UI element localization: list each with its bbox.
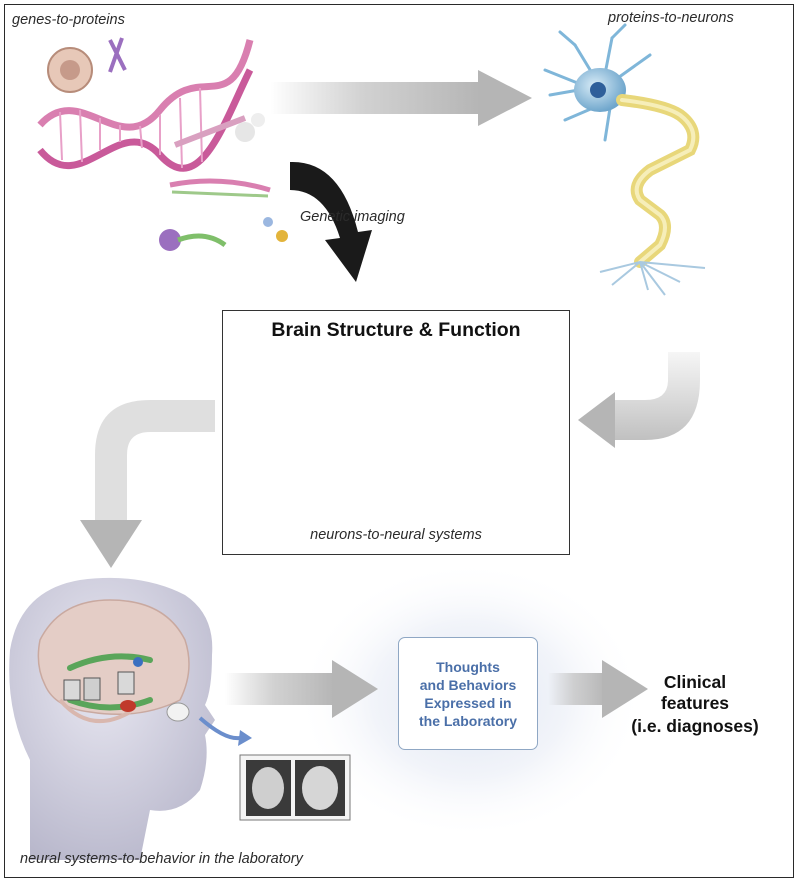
brain-structure-box: Brain Structure & Function neurons-to-ne… [222, 310, 570, 555]
arrow-brain-to-behavior [80, 400, 215, 568]
thoughts-line-4: the Laboratory [418, 712, 517, 729]
clinical-line-3: (i.e. diagnoses) [631, 716, 759, 736]
thoughts-line-1: Thoughts [436, 658, 500, 675]
label-genetic-imaging: Genetic imaging [300, 209, 405, 225]
face-photos [239, 754, 351, 821]
head-illustration [9, 577, 252, 860]
thoughts-behaviors-box: Thoughts and Behaviors Expressed in the … [398, 637, 538, 750]
arrow-behavior-to-thoughts [225, 660, 378, 718]
dna-illustration [37, 37, 288, 251]
label-proteins-to-neurons: proteins-to-neurons [608, 10, 734, 26]
genetic-imaging-arrow [290, 161, 372, 282]
thoughts-line-3: Expressed in [424, 694, 512, 711]
arrow-neurons-to-brain [578, 352, 700, 448]
arrow-genes-to-neurons [270, 70, 532, 126]
label-neural-systems-to-behavior: neural systems-to-behavior in the labora… [20, 851, 303, 867]
brain-structure-title: Brain Structure & Function [271, 319, 521, 341]
arrow-thoughts-to-clinical [548, 660, 648, 718]
clinical-line-2: features [660, 693, 730, 713]
label-genes-to-proteins: genes-to-proteins [12, 12, 125, 28]
clinical-features-label: Clinical features (i.e. diagnoses) [620, 672, 770, 737]
clinical-line-1: Clinical [663, 672, 727, 692]
neuron-illustration [543, 23, 706, 296]
thoughts-line-2: and Behaviors [419, 676, 517, 693]
label-neurons-to-neural-systems: neurons-to-neural systems [310, 527, 482, 543]
